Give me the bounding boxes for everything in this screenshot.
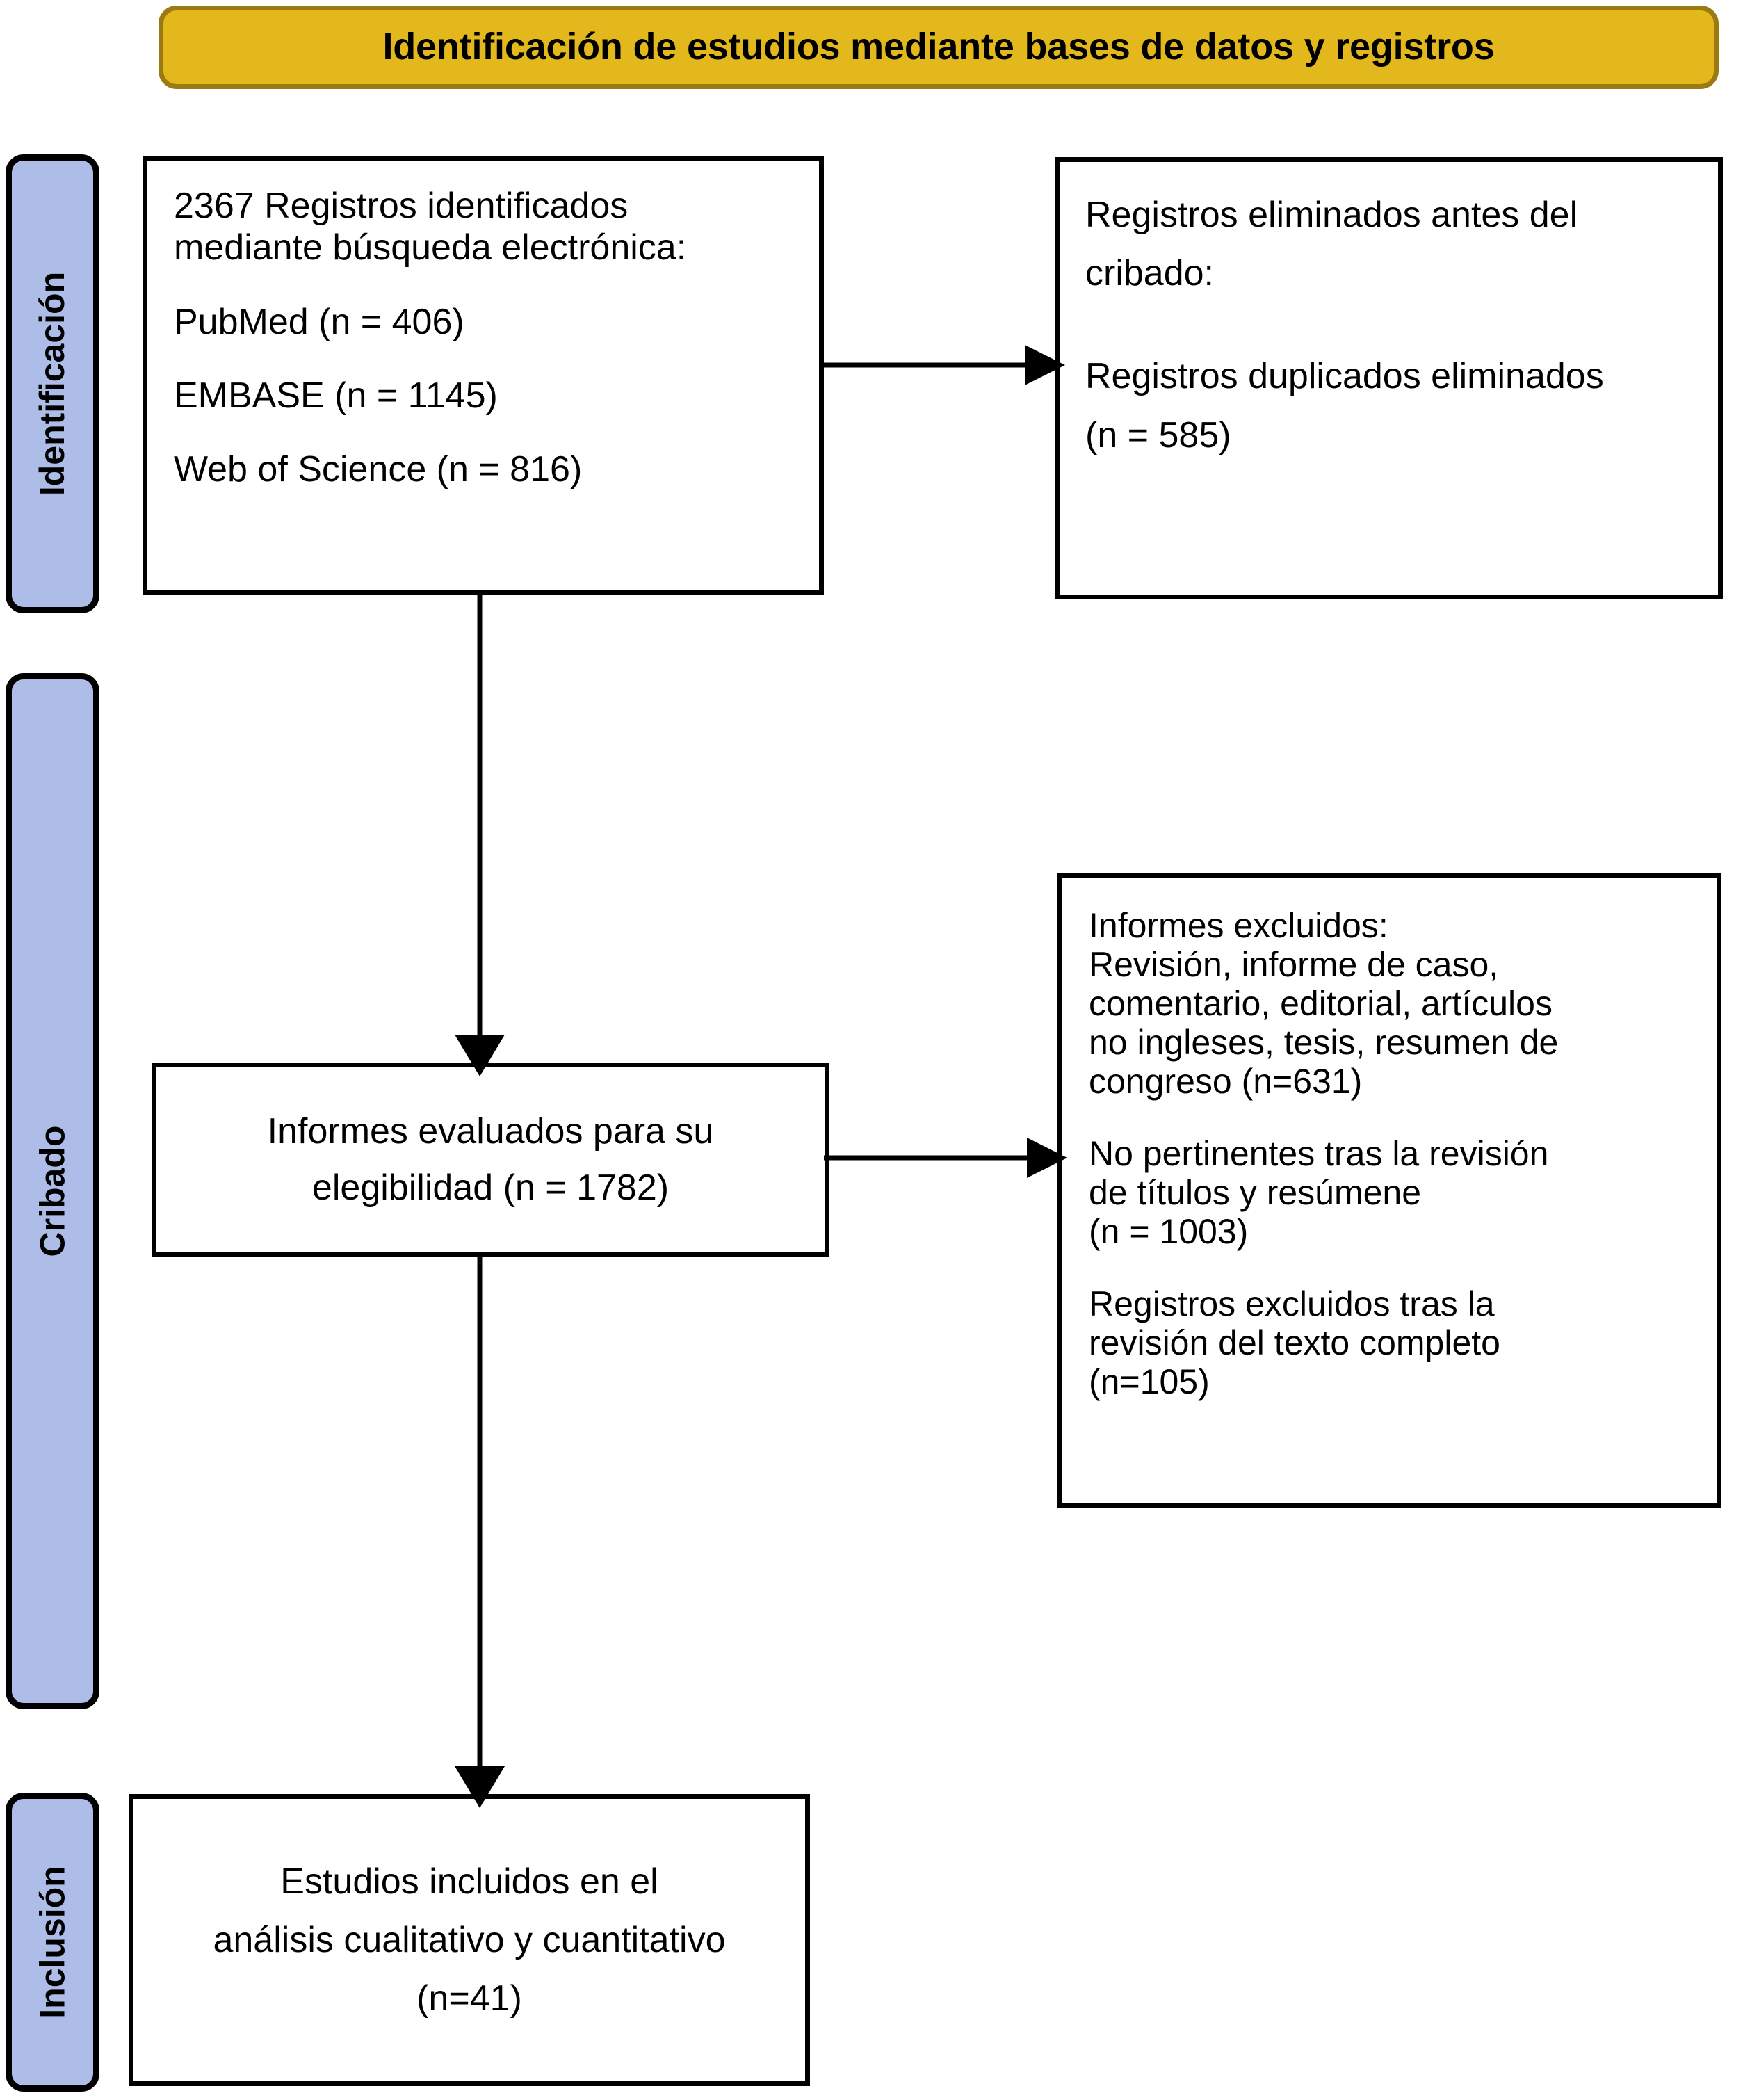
records-removed-duplicates-label: Registros duplicados eliminados — [1085, 356, 1604, 397]
reports-excluded-line-8: (n = 1003) — [1089, 1212, 1249, 1251]
reports-excluded-line-7: de títulos y resúmene — [1089, 1173, 1422, 1212]
records-removed-line-1: Registros eliminados antes del — [1085, 195, 1578, 235]
reports-excluded-line-11: (n=105) — [1089, 1362, 1210, 1401]
arrow-identified-to-removed-icon — [822, 345, 1065, 385]
stage-label-identificacion: Identificación — [6, 154, 99, 613]
box-studies-included: Estudios incluidos en el análisis cualit… — [129, 1794, 810, 2086]
records-identified-embase: EMBASE (n = 1145) — [174, 375, 498, 416]
studies-included-line-2: análisis cualitativo y cuantitativo — [213, 1919, 726, 1960]
reports-excluded-line-3: comentario, editorial, artículos — [1089, 984, 1553, 1023]
arrow-identified-to-assessed-icon — [455, 590, 505, 1076]
stage-label-cribado: Cribado — [6, 673, 99, 1709]
reports-excluded-line-4: no ingleses, tesis, resumen de — [1089, 1023, 1559, 1062]
box-records-identified: 2367 Registros identificados mediante bú… — [143, 156, 824, 595]
studies-included-line-3: (n=41) — [416, 1978, 522, 2019]
reports-excluded-heading: Informes excluidos: — [1089, 906, 1388, 945]
stage-label-cribado-text: Cribado — [33, 1125, 72, 1257]
arrow-assessed-to-excluded-icon — [824, 1138, 1067, 1178]
box-reports-excluded: Informes excluidos: Revisión, informe de… — [1057, 873, 1721, 1508]
box-records-removed: Registros eliminados antes del cribado: … — [1055, 157, 1723, 599]
stage-label-inclusion-text: Inclusión — [33, 1866, 72, 2019]
stage-label-identificacion-text: Identificación — [33, 271, 72, 496]
reports-assessed-line-2: elegibilidad (n = 1782) — [311, 1168, 670, 1208]
studies-included-line-1: Estudios incluidos en el — [280, 1861, 658, 1902]
stage-label-inclusion: Inclusión — [6, 1793, 99, 2092]
records-identified-wos: Web of Science (n = 816) — [174, 449, 583, 490]
reports-excluded-line-10: revisión del texto completo — [1089, 1323, 1500, 1362]
arrow-assessed-to-included-icon — [455, 1252, 505, 1808]
records-removed-line-2: cribado: — [1085, 253, 1214, 294]
reports-excluded-line-9: Registros excluidos tras la — [1089, 1284, 1495, 1323]
reports-excluded-line-5: congreso (n=631) — [1089, 1062, 1363, 1101]
records-identified-line-2: mediante búsqueda electrónica: — [174, 227, 687, 268]
reports-assessed-line-1: Informes evaluados para su — [267, 1111, 714, 1152]
page-title: Identificación de estudios mediante base… — [382, 26, 1495, 68]
reports-excluded-line-2: Revisión, informe de caso, — [1089, 945, 1499, 984]
records-identified-pubmed: PubMed (n = 406) — [174, 301, 464, 342]
reports-excluded-line-6: No pertinentes tras la revisión — [1089, 1134, 1549, 1173]
diagram-header-banner: Identificación de estudios mediante base… — [159, 6, 1719, 89]
records-identified-line-1: 2367 Registros identificados — [174, 186, 629, 226]
records-removed-duplicates-count: (n = 585) — [1085, 414, 1231, 455]
box-reports-assessed: Informes evaluados para su elegibilidad … — [152, 1063, 829, 1257]
